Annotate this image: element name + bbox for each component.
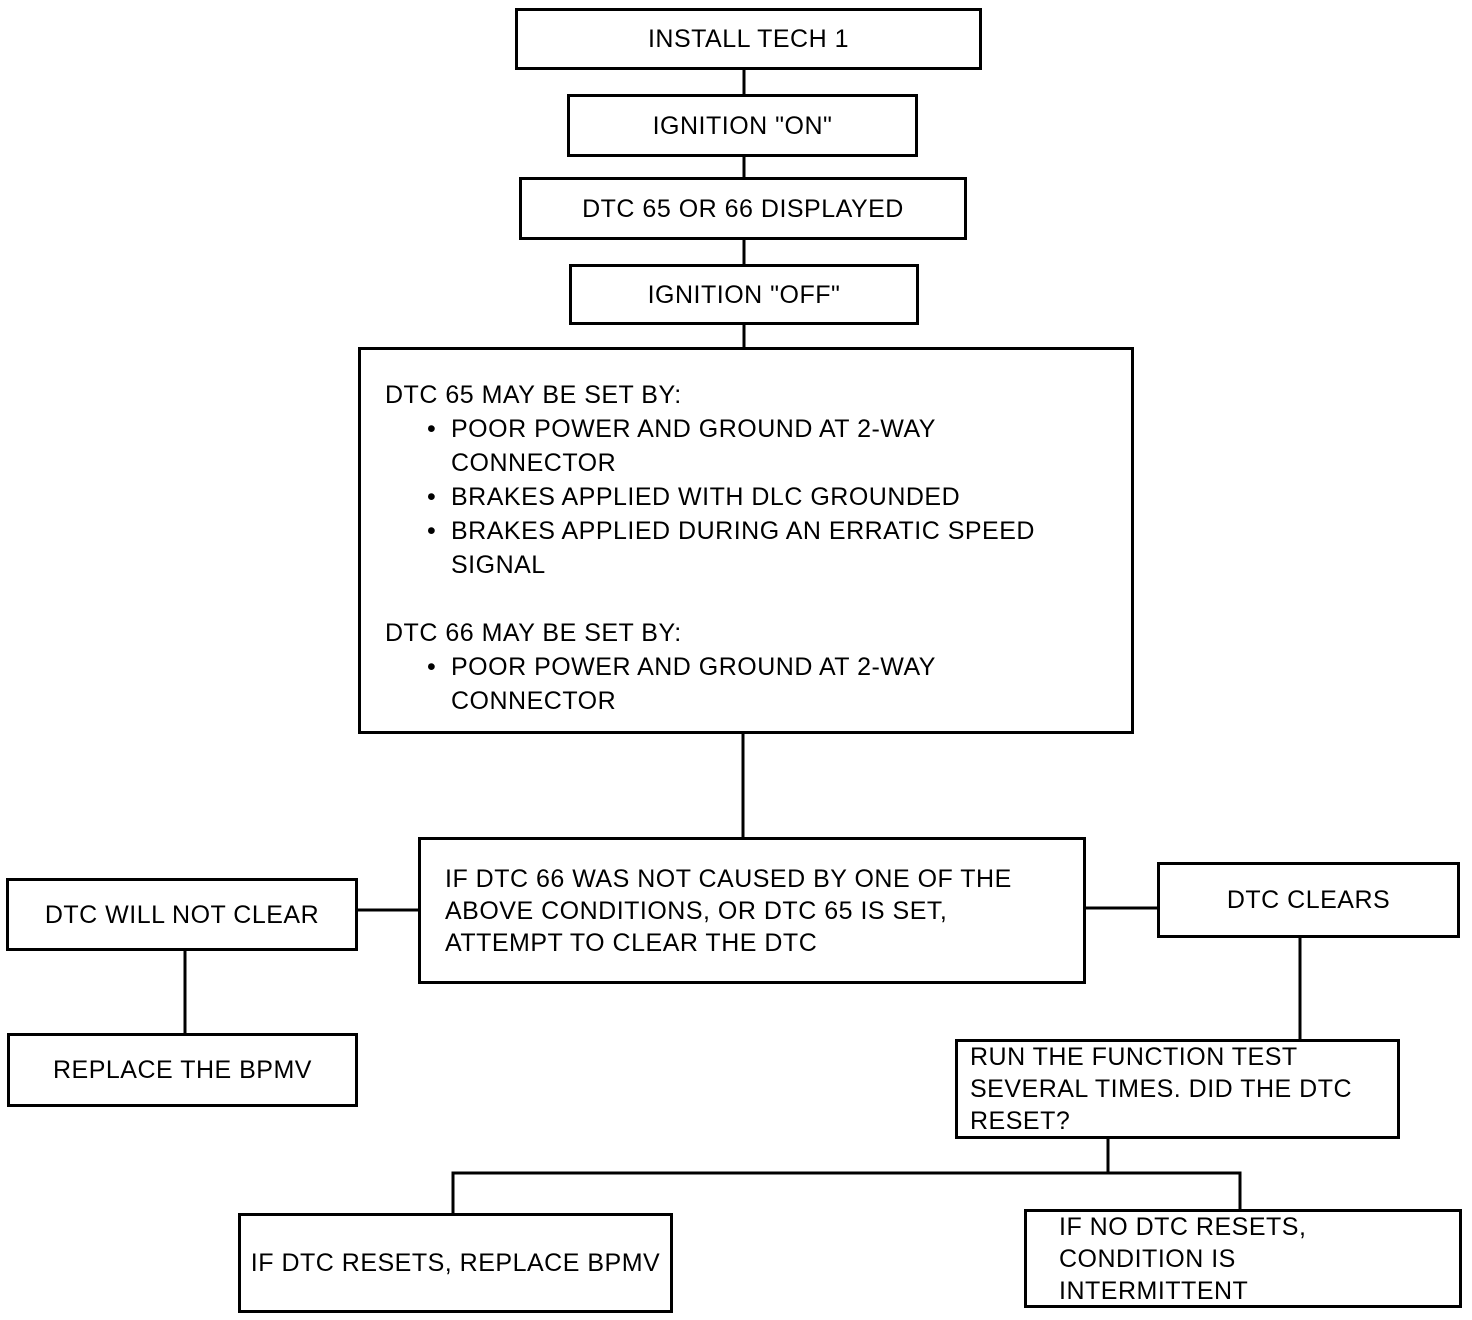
outcome-dtc-clears: DTC CLEARS (1157, 862, 1460, 938)
step-ignition-on-text: IGNITION "ON" (652, 111, 833, 140)
dtc66-cause-item: POOR POWER AND GROUND AT 2-WAY CONNECTOR (427, 650, 1107, 718)
step-ignition-off-text: IGNITION "OFF" (647, 280, 841, 309)
dtc65-header: DTC 65 MAY BE SET BY: (385, 381, 682, 409)
step-run-function-test-text: RUN THE FUNCTION TEST SEVERAL TIMES. DID… (970, 1043, 1353, 1135)
outcome-dtc-clears-text: DTC CLEARS (1226, 886, 1391, 914)
dtc65-cause-item: BRAKES APPLIED WITH DLC GROUNDED (427, 480, 1107, 514)
step-dtc-displayed: DTC 65 OR 66 DISPLAYED (519, 177, 967, 240)
step-ignition-off: IGNITION "OFF" (569, 264, 919, 325)
dtc66-cause-list: POOR POWER AND GROUND AT 2-WAY CONNECTOR (385, 650, 1107, 718)
action-replace-bpmv: REPLACE THE BPMV (7, 1033, 358, 1107)
step-install-tech1-text: INSTALL TECH 1 (647, 25, 850, 53)
outcome-dtc-will-not-clear: DTC WILL NOT CLEAR (6, 878, 358, 951)
outcome-condition-intermittent-text: IF NO DTC RESETS, CONDITION IS INTERMITT… (1059, 1212, 1307, 1305)
action-if-resets-replace-bpmv-text: IF DTC RESETS, REPLACE BPMV (250, 1249, 661, 1277)
step-ignition-on: IGNITION "ON" (567, 94, 918, 157)
action-if-resets-replace-bpmv: IF DTC RESETS, REPLACE BPMV (238, 1213, 673, 1313)
dtc65-cause-item: BRAKES APPLIED DURING AN ERRATIC SPEED S… (427, 514, 1107, 582)
dtc65-cause-list: POOR POWER AND GROUND AT 2-WAY CONNECTOR… (385, 412, 1107, 582)
dtc-causes-box: DTC 65 MAY BE SET BY: POOR POWER AND GRO… (358, 347, 1134, 734)
connector-function-test-branches (451, 1171, 1242, 1214)
dtc65-cause-item: POOR POWER AND GROUND AT 2-WAY CONNECTOR (427, 412, 1107, 480)
action-replace-bpmv-text: REPLACE THE BPMV (52, 1056, 312, 1084)
step-dtc-displayed-text: DTC 65 OR 66 DISPLAYED (582, 194, 904, 223)
step-install-tech1: INSTALL TECH 1 (515, 8, 982, 70)
step-attempt-clear-text: IF DTC 66 WAS NOT CAUSED BY ONE OF THE A… (445, 864, 1012, 957)
step-run-function-test: RUN THE FUNCTION TEST SEVERAL TIMES. DID… (955, 1039, 1400, 1139)
step-attempt-clear: IF DTC 66 WAS NOT CAUSED BY ONE OF THE A… (418, 837, 1086, 984)
dtc66-header: DTC 66 MAY BE SET BY: (385, 619, 682, 647)
outcome-dtc-will-not-clear-text: DTC WILL NOT CLEAR (44, 900, 320, 929)
outcome-condition-intermittent: IF NO DTC RESETS, CONDITION IS INTERMITT… (1024, 1209, 1462, 1308)
